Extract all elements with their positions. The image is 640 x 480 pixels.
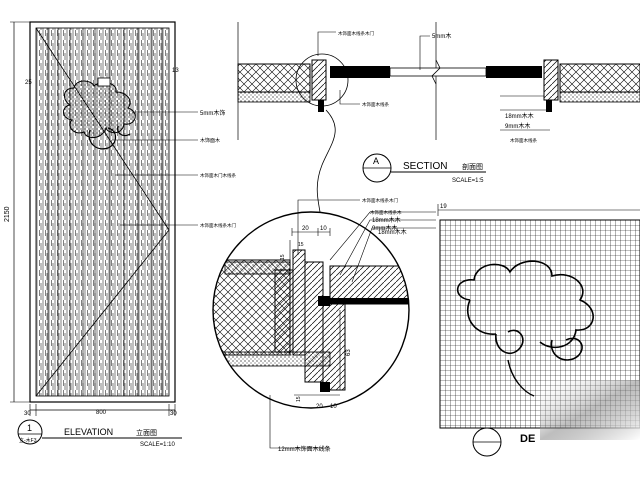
- enlarged-detail: 20 10 15 15 63 20 10 15 木饰面木线条木门 木饰面木线条木…: [212, 197, 436, 453]
- top-right-dim: 13: [172, 68, 179, 74]
- elevation-marker-number: 1: [27, 423, 32, 433]
- section-callout-right-2: 9mm木木: [505, 122, 530, 130]
- right-margin-dim: 30: [170, 411, 177, 417]
- height-dim-label: 2150: [4, 206, 11, 222]
- detail-dim-left2: 15: [298, 242, 304, 248]
- detail-panel-title: DE: [520, 433, 535, 445]
- detail-callout-4: 9mm木木: [372, 224, 397, 232]
- elevation-title: ELEVATION: [64, 427, 113, 437]
- elev-callout-1: 5mm木饰: [200, 109, 225, 117]
- elev-callout-4: 木饰面木线条木门: [200, 222, 236, 229]
- jamb-right: [543, 59, 559, 101]
- detail-callout-5: 18mm木木: [378, 228, 407, 236]
- detail-circle-outline: [212, 211, 410, 409]
- section-marker-letter: A: [373, 156, 379, 166]
- detail-jamb-3: [304, 261, 324, 383]
- detail-dim-bottom-1: 20: [316, 404, 323, 410]
- cloud-swirl-2: [117, 125, 131, 137]
- detail-callout-1: 木饰面木线条木门: [362, 197, 398, 204]
- section-wall-left: [237, 63, 311, 93]
- elevation-title-cn: 立面图: [136, 428, 157, 437]
- section-wall-right: [559, 63, 640, 93]
- elev-callout-2: 木饰面木: [200, 137, 220, 144]
- detail-dim-mid: 63: [346, 349, 352, 356]
- elevation-marker-ref: 立-木F3: [19, 437, 37, 444]
- section-callout-top-1: 木饰面木线条木门: [338, 30, 374, 37]
- jamb-left: [311, 59, 327, 101]
- detail-dim-left: 15: [280, 254, 286, 260]
- cloud-top-knob: [97, 77, 111, 87]
- door-leaf-right: [486, 66, 542, 78]
- section-callout-right-1: 18mm木木: [505, 112, 534, 120]
- door-leaf-panel: [389, 67, 487, 77]
- detail-callout-3: 18mm木木: [372, 216, 401, 224]
- section-view: 木饰面木线条木门 5mm木 18mm木木 9mm木木 木饰面木线条 木饰面木线条…: [237, 22, 640, 184]
- left-margin-dim: 30: [24, 411, 31, 417]
- elevation-scale: SCALE=1:10: [140, 442, 176, 448]
- section-title: SECTION: [403, 161, 447, 172]
- section-title-cn: 剖面图: [462, 162, 483, 171]
- section-scale: SCALE=1:5: [452, 178, 484, 184]
- elevation-view: 2150 25 13 30 800 30 5mm木饰 木饰面木 木饰面木门木线条…: [4, 21, 236, 448]
- elevation-marker: [17, 419, 43, 445]
- elev-callout-3: 木饰面木门木线条: [200, 172, 236, 179]
- detail-jamb-2: [292, 249, 306, 356]
- detail-jamb-1: [274, 269, 294, 353]
- top-left-dim: 25: [25, 80, 32, 86]
- detail-dim-bottom-2: 10: [330, 404, 337, 410]
- cloud-ornament: [63, 80, 136, 138]
- door-frame: [29, 21, 176, 403]
- detail-panel-dim: 19: [440, 204, 447, 210]
- detail-stop: [322, 299, 346, 391]
- panel-swirl-left: [495, 329, 524, 354]
- door-leaf-left: [330, 66, 390, 78]
- detail-bottom-callout: 12mm木饰面木线条: [278, 445, 331, 453]
- panel-cloud-outline: [456, 260, 594, 349]
- detail-dim-top-2: 10: [320, 226, 327, 232]
- detail-connector: [316, 109, 336, 213]
- detail-panel: 19 DE: [437, 204, 640, 457]
- width-dim-label: 800: [96, 410, 107, 416]
- panel-swirl-right: [550, 337, 583, 361]
- detail-door-leaf: [329, 265, 409, 305]
- section-callout-left: 木饰面木线条: [362, 101, 389, 108]
- section-callout-top-2: 5mm木: [432, 32, 451, 40]
- section-detail-circle: [295, 53, 349, 107]
- detail-dim-top-1: 20: [302, 226, 309, 232]
- panel-fade-overlay: [540, 380, 640, 440]
- detail-callout-2: 木饰面木线条木: [370, 209, 402, 216]
- detail-dim-bottom-left: 15: [296, 396, 302, 402]
- section-callout-right-3: 木饰面木线条: [510, 137, 537, 144]
- cloud-swirl-1: [88, 127, 117, 150]
